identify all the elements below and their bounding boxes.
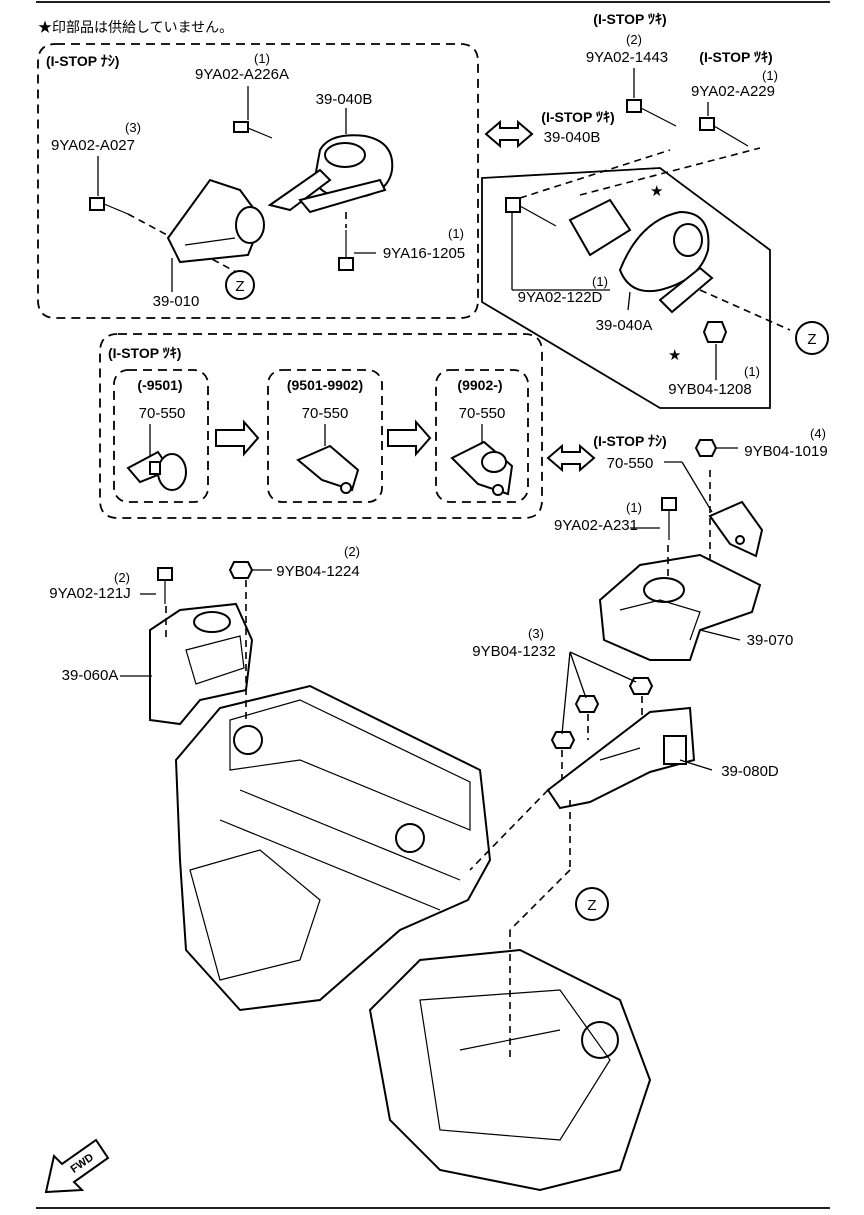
bolt-9ya02-a231 (661, 497, 677, 540)
variant-code-b: 70-550 (302, 405, 349, 422)
qty-9ya02-a027: (3) (125, 120, 141, 135)
variant-code-c: 70-550 (459, 405, 506, 422)
bolt-9ya02-a226a (233, 121, 273, 139)
stopper-70-550-variant-b (296, 444, 360, 494)
group-istop-tsuki-box-label: (I-STOP ﾂｷ) (108, 345, 181, 361)
transmission (368, 948, 652, 1192)
bolt-9ya02-122d (505, 197, 557, 227)
label-9ya02-a027: 9YA02-A027 (51, 137, 135, 154)
istop-tsuki-panel (481, 167, 771, 409)
z-marker-left (225, 270, 255, 300)
variant-box-b (267, 369, 383, 503)
qty-9ya16-1205: (1) (448, 226, 464, 241)
arrow-right-2 (387, 419, 432, 457)
bolt-9ya02-1443 (626, 99, 677, 127)
variant-range-c: (9902-) (457, 377, 502, 393)
label-9yb04-1019: 9YB04-1019 (744, 443, 827, 460)
label-9yb04-1208: 9YB04-1208 (668, 381, 751, 398)
group-istop-tsuki-label-top: (I-STOP ﾂｷ) (593, 11, 666, 27)
group-istop-nashi-box (37, 43, 479, 319)
label-70-550-right: 70-550 (607, 455, 654, 472)
variant-range-b: (9501-9902) (287, 377, 363, 393)
qty-9ya02-122d: (1) (592, 274, 608, 289)
nut-9yb04-1232-c (550, 731, 576, 749)
group-istop-tsuki-label-right: (I-STOP ﾂｷ) (699, 49, 772, 65)
mount-39-060a (149, 602, 254, 726)
nut-9yb04-1208 (702, 321, 728, 343)
qty-9ya02-a226a: (1) (254, 51, 270, 66)
bolt-9ya16-1205 (338, 230, 354, 271)
stopper-70-550-variant-c (450, 440, 514, 496)
parts-note: ★印部品は供給していません。 (38, 19, 233, 35)
star-marker-bottom: ★ (668, 347, 681, 364)
label-9ya02-a226a: 9YA02-A226A (195, 66, 289, 83)
group-istop-nashi-right-label: (I-STOP ﾅｼ) (593, 433, 666, 449)
label-39-070: 39-070 (747, 632, 794, 649)
double-arrow-top (484, 119, 534, 149)
label-9yb04-1232: 9YB04-1232 (472, 643, 555, 660)
mount-39-070 (598, 553, 762, 661)
group-istop-tsuki-label-panel: (I-STOP ﾂｷ) (541, 109, 614, 125)
label-9ya02-122d: 9YA02-122D (518, 289, 603, 306)
qty-9ya02-1443: (2) (626, 32, 642, 47)
group-istop-nashi-label: (I-STOP ﾅｼ) (46, 53, 119, 69)
label-39-040b-right: 39-040B (544, 129, 601, 146)
label-9ya02-121j: 9YA02-121J (49, 585, 130, 602)
bolt-9ya02-a027 (89, 197, 129, 215)
label-9ya02-1443: 9YA02-1443 (586, 49, 668, 66)
bolt-9ya02-121j (157, 567, 173, 604)
qty-9yb04-1019: (4) (810, 426, 826, 441)
label-39-080d: 39-080D (721, 763, 779, 780)
bracket-39-080d (546, 706, 696, 810)
z-marker-left-label: Z (235, 278, 244, 295)
arrow-right-1 (215, 419, 260, 457)
variant-box-a (113, 369, 209, 503)
z-marker-bottom (575, 887, 609, 921)
star-marker-top: ★ (650, 183, 663, 200)
label-9ya02-a231: 9YA02-A231 (554, 517, 638, 534)
label-39-010: 39-010 (153, 293, 200, 310)
label-39-060a: 39-060A (62, 667, 119, 684)
qty-9ya02-a231: (1) (626, 500, 642, 515)
z-marker-right-label: Z (807, 331, 816, 348)
mount-39-040b-left (267, 134, 394, 214)
stopper-70-550-istop-nashi (708, 500, 764, 558)
nut-9yb04-1019 (694, 439, 718, 457)
label-9yb04-1224: 9YB04-1224 (276, 563, 359, 580)
nut-9yb04-1232-b (574, 695, 600, 713)
nut-9yb04-1224 (228, 561, 254, 579)
mount-39-040a (568, 198, 714, 314)
label-9ya02-a229: 9YA02-A229 (691, 83, 775, 100)
fwd-arrow: FWD (44, 1138, 110, 1194)
double-arrow-mid (546, 443, 596, 473)
qty-9yb04-1232: (3) (528, 626, 544, 641)
label-39-040b-left: 39-040B (316, 91, 373, 108)
qty-9yb04-1208: (1) (744, 364, 760, 379)
qty-9yb04-1224: (2) (344, 544, 360, 559)
z-marker-bottom-label: Z (587, 897, 596, 914)
bolt-9ya02-a229 (699, 117, 749, 147)
qty-9ya02-121j: (2) (114, 570, 130, 585)
variant-range-a: (-9501) (137, 377, 182, 393)
engine-block (174, 684, 492, 1012)
variant-code-a: 70-550 (139, 405, 186, 422)
variant-box-c (435, 369, 529, 503)
stopper-70-550-variant-a (126, 450, 187, 491)
qty-9ya02-a229: (1) (762, 68, 778, 83)
label-39-040a: 39-040A (596, 317, 653, 334)
bracket-39-010 (166, 178, 265, 264)
label-9ya16-1205: 9YA16-1205 (383, 245, 465, 262)
group-istop-tsuki-box (99, 333, 543, 519)
z-marker-right (795, 321, 829, 355)
